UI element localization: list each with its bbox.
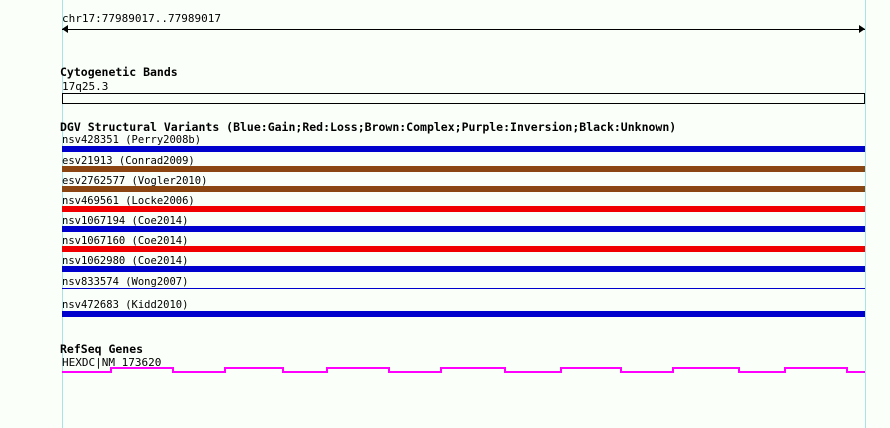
dgv-variant-bar[interactable] — [62, 206, 865, 212]
genomic-position-label: chr17:77989017..77989017 — [62, 12, 221, 25]
gene-exon-segment — [224, 367, 282, 369]
gene-step-riser — [172, 367, 174, 373]
gene-intron-segment — [620, 371, 672, 373]
gene-intron-segment — [62, 371, 110, 373]
dgv-variant-label: nsv1067194 (Coe2014) — [62, 215, 189, 227]
gene-intron-segment — [282, 371, 326, 373]
dgv-variant-bar[interactable] — [62, 311, 865, 317]
dgv-variant-label: nsv472683 (Kidd2010) — [62, 299, 189, 311]
arrow-head-right-icon — [859, 25, 865, 33]
dgv-section-title: DGV Structural Variants (Blue:Gain;Red:L… — [60, 120, 677, 134]
gene-step-riser — [504, 367, 506, 373]
cytoband-rectangle[interactable] — [62, 93, 865, 104]
dgv-variant-label: nsv1062980 (Coe2014) — [62, 255, 189, 267]
gene-step-riser — [282, 367, 284, 373]
refseq-genes-title: RefSeq Genes — [60, 342, 144, 356]
dgv-variant-label: nsv428351 (Perry2008b) — [62, 134, 202, 146]
gene-intron-segment — [172, 371, 224, 373]
gene-step-riser — [388, 367, 390, 373]
gene-intron-segment — [504, 371, 560, 373]
gene-step-riser — [560, 367, 562, 373]
gene-intron-segment — [846, 371, 865, 373]
dgv-variant-label: esv21913 (Conrad2009) — [62, 155, 195, 167]
dgv-variant-label: nsv469561 (Locke2006) — [62, 195, 195, 207]
dgv-variant-bar[interactable] — [62, 146, 865, 152]
gene-step-riser — [440, 367, 442, 373]
dgv-variant-bar[interactable] — [62, 288, 865, 289]
dgv-variant-bar[interactable] — [62, 166, 865, 172]
gene-exon-segment — [326, 367, 388, 369]
cytoband-label: 17q25.3 — [62, 80, 109, 93]
dgv-variant-bar[interactable] — [62, 266, 865, 272]
dgv-variant-bar[interactable] — [62, 246, 865, 252]
view-range-arrow — [62, 24, 865, 36]
refseq-gene-model[interactable] — [62, 364, 865, 376]
gene-step-riser — [784, 367, 786, 373]
gene-step-riser — [224, 367, 226, 373]
right-guide-line — [865, 0, 866, 428]
dgv-variant-bar[interactable] — [62, 226, 865, 232]
left-guide-line — [62, 0, 63, 428]
gene-intron-segment — [738, 371, 784, 373]
arrow-shaft — [62, 29, 865, 30]
refseq-gene-label: HEXDC|NM_173620 — [62, 356, 162, 369]
gene-step-riser — [672, 367, 674, 373]
dgv-variant-bar[interactable] — [62, 186, 865, 192]
gene-exon-segment — [784, 367, 846, 369]
dgv-variant-label: nsv1067160 (Coe2014) — [62, 235, 189, 247]
gene-intron-segment — [388, 371, 440, 373]
gene-exon-segment — [110, 367, 172, 369]
dgv-variant-label: esv2762577 (Vogler2010) — [62, 175, 208, 187]
gene-step-riser — [846, 367, 848, 373]
gene-exon-segment — [672, 367, 738, 369]
dgv-variant-label: nsv833574 (Wong2007) — [62, 276, 189, 288]
gene-step-riser — [620, 367, 622, 373]
gene-exon-segment — [560, 367, 620, 369]
gene-step-riser — [110, 367, 112, 373]
gene-step-riser — [738, 367, 740, 373]
cytogenetic-bands-title: Cytogenetic Bands — [60, 65, 178, 79]
gene-step-riser — [326, 367, 328, 373]
gene-exon-segment — [440, 367, 504, 369]
